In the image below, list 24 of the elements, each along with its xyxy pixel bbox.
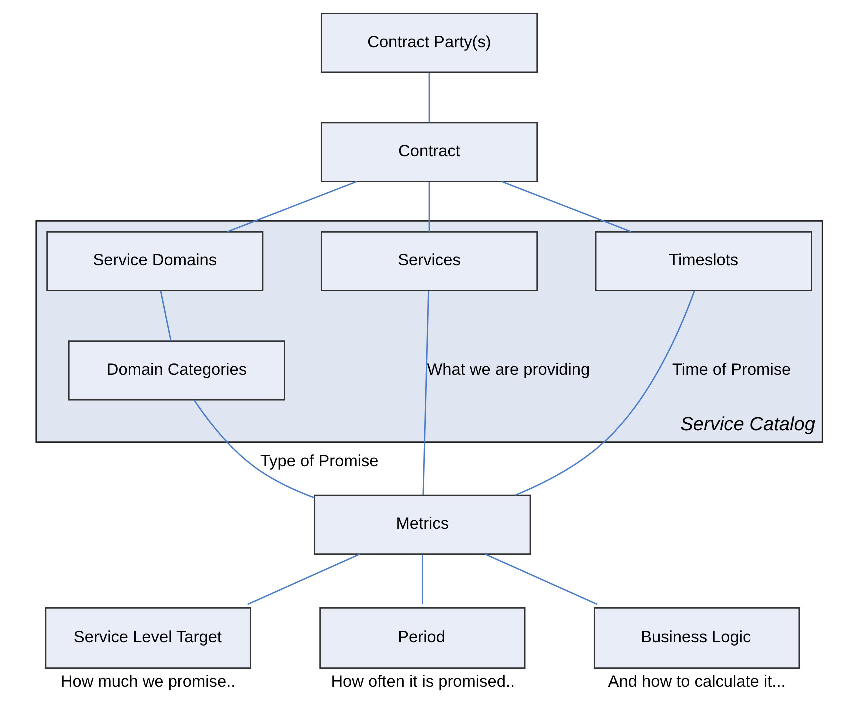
node-box: Metrics — [314, 494, 532, 555]
connector — [247, 554, 360, 606]
connector — [227, 181, 358, 233]
connector — [428, 182, 430, 232]
node-label: And how to calculate it... — [608, 672, 786, 691]
node-box: Contract Party(s) — [320, 13, 538, 74]
connector — [428, 73, 430, 123]
edge-label: What we are providing — [427, 360, 590, 379]
node-label: How much we promise.. — [60, 672, 236, 691]
node-box: Service Domains — [46, 231, 264, 292]
connector — [422, 291, 430, 496]
connector — [160, 291, 172, 342]
node-box: Timeslots — [595, 231, 812, 292]
connector — [422, 554, 424, 604]
connector — [485, 554, 598, 606]
connector — [194, 400, 315, 499]
node-box: Services — [320, 231, 538, 292]
node-box: Contract — [320, 122, 538, 182]
connector — [515, 291, 696, 496]
edge-label: Type of Promise — [260, 452, 379, 470]
edge-label: Time of Promise — [672, 360, 792, 379]
node-box: Domain Categories — [68, 340, 286, 401]
node-label: How often it is promised.. — [331, 672, 516, 691]
connector — [502, 181, 632, 233]
